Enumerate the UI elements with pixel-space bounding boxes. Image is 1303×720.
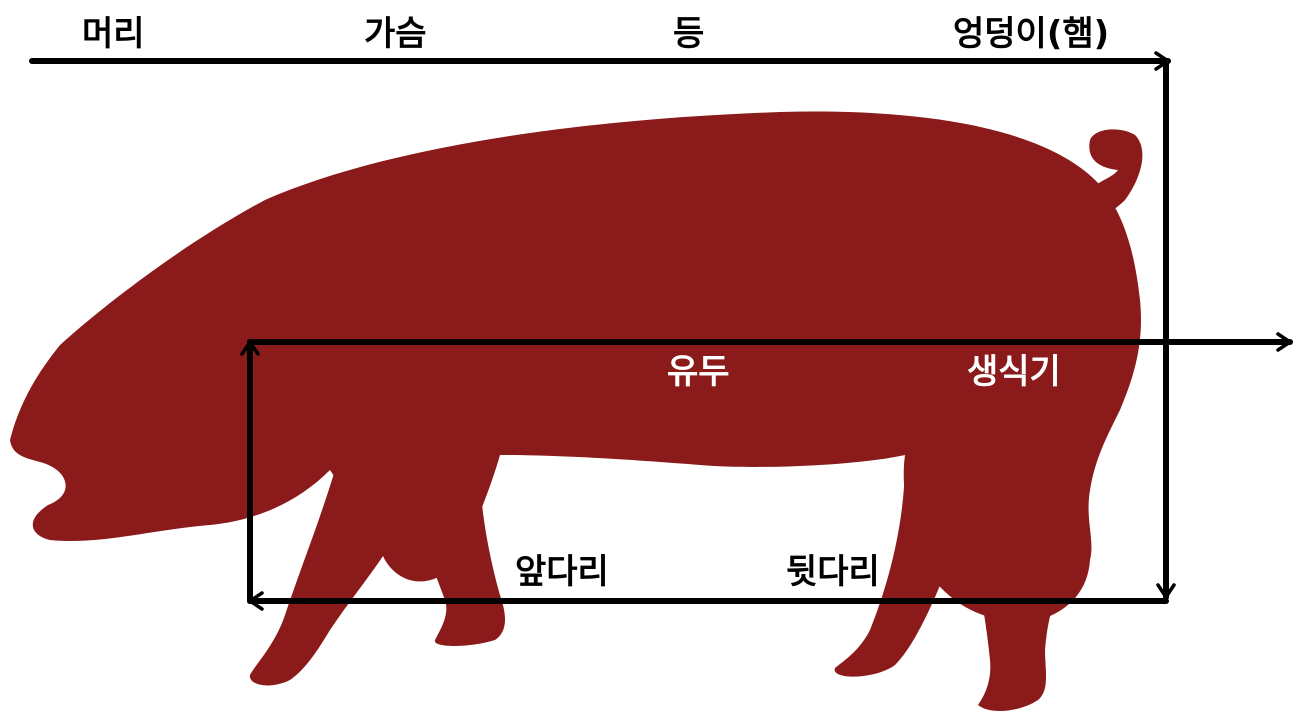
label-chest: 가슴	[364, 14, 427, 54]
label-genital: 생식기	[967, 352, 1061, 392]
label-head: 머리	[82, 14, 145, 54]
pig-body	[10, 111, 1141, 622]
label-teat: 유두	[667, 352, 730, 392]
arrows	[29, 51, 1293, 611]
label-hindleg: 뒷다리	[786, 552, 880, 592]
label-ham: 엉덩이(햄)	[953, 14, 1110, 54]
pig-front-leg-far	[249, 470, 396, 686]
label-back: 등	[673, 14, 705, 54]
label-foreleg: 앞다리	[515, 552, 609, 592]
pig-hind-leg-far	[834, 460, 956, 677]
pig-hind-leg-near	[965, 510, 1080, 712]
pig-silhouette	[10, 111, 1143, 712]
pig-tail	[1089, 129, 1143, 218]
